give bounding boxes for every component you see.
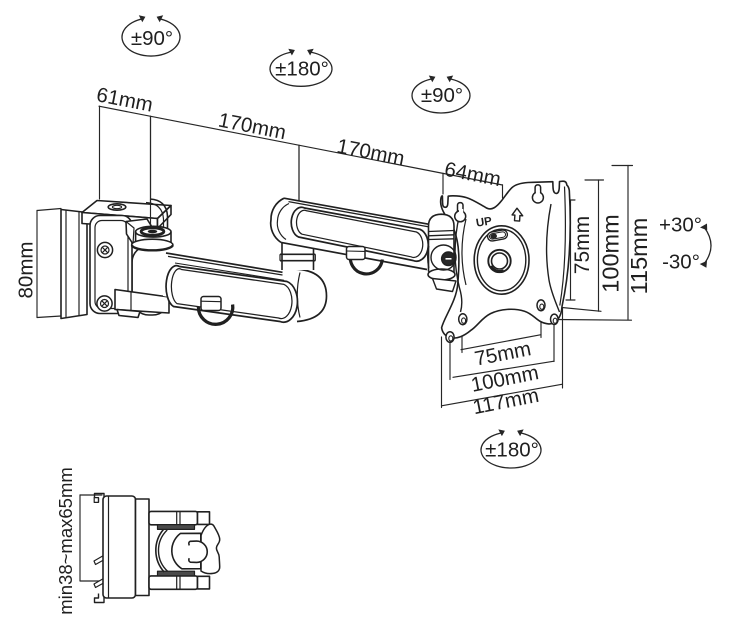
svg-text:±180°: ±180°: [485, 438, 539, 461]
svg-text:+30°: +30°: [659, 213, 702, 236]
svg-text:±180°: ±180°: [275, 57, 329, 80]
svg-text:UP: UP: [475, 215, 493, 229]
svg-text:100mm: 100mm: [598, 214, 624, 292]
svg-text:115mm: 115mm: [626, 218, 652, 295]
svg-text:-30°: -30°: [662, 250, 700, 273]
svg-text:min38~max65mm: min38~max65mm: [55, 467, 76, 615]
svg-text:±90°: ±90°: [131, 27, 173, 50]
svg-text:±90°: ±90°: [421, 84, 463, 107]
svg-text:75mm: 75mm: [571, 216, 594, 274]
svg-text:80mm: 80mm: [14, 242, 37, 299]
